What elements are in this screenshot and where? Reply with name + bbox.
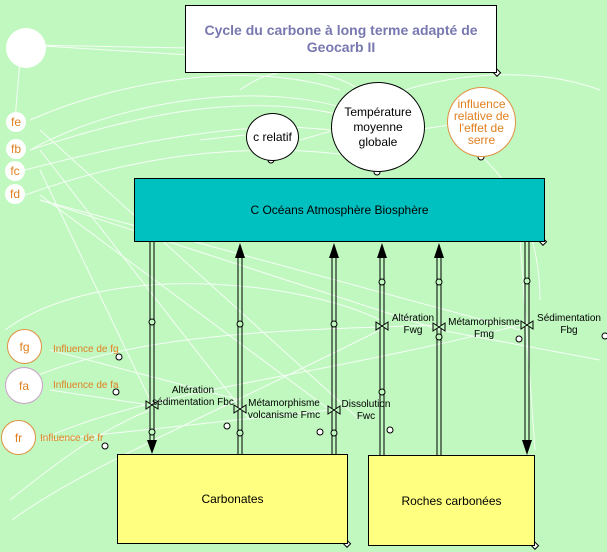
stock-carbonates[interactable]: Carbonates: [117, 454, 348, 544]
converter-label: fb: [10, 142, 21, 156]
influence-fg-label[interactable]: Influence de fg: [53, 344, 119, 355]
flow-fbg-label[interactable]: Sédimentation Fbg: [537, 313, 601, 336]
valves: [145, 320, 534, 415]
influence-fr-label[interactable]: Influence de fr: [40, 433, 104, 444]
converter-fa[interactable]: fa: [5, 367, 43, 404]
converter-fg[interactable]: fg: [7, 329, 42, 364]
converter-fb[interactable]: fb: [6, 139, 26, 159]
arrow-fwg: [377, 243, 387, 258]
flow-fmc-label[interactable]: Métamorphisme volcanisme Fmc: [247, 398, 321, 421]
stock-label: Carbonates: [201, 492, 264, 506]
stock-label: C Océans Atmosphère Biosphère: [250, 203, 429, 217]
arrow-fwc: [329, 243, 339, 258]
stock-oceans-atmosphere-biosphere[interactable]: C Océans Atmosphère Biosphère: [134, 178, 545, 242]
converter-label: fe: [10, 115, 21, 129]
diagram-title: Cycle du carbone à long terme adapté de …: [185, 5, 497, 73]
converter-label: fc: [10, 164, 20, 178]
converter-fd[interactable]: fd: [5, 184, 25, 204]
converter-label: fg: [19, 339, 30, 354]
converter-label: fr: [14, 430, 23, 445]
converter-label: fa: [18, 378, 29, 393]
title-text: Cycle du carbone à long terme adapté de …: [204, 22, 478, 55]
arrow-fbc: [147, 440, 157, 454]
converter-label: c relatif: [253, 130, 292, 144]
ghost-converter[interactable]: [6, 28, 46, 68]
flow-fwc-label[interactable]: Dissolution Fwc: [341, 399, 391, 422]
influence-fa-label[interactable]: Influence de fa: [53, 380, 119, 391]
converter-label: Température moyenne globale: [344, 104, 412, 149]
converter-c-relatif[interactable]: c relatif: [246, 113, 299, 161]
converter-fc[interactable]: fc: [5, 161, 25, 181]
converter-fe[interactable]: fe: [6, 112, 26, 132]
converter-temperature[interactable]: Température moyenne globale: [331, 82, 425, 172]
stock-roches-carbonees[interactable]: Roches carbonées: [368, 455, 535, 546]
converter-fr[interactable]: fr: [1, 420, 36, 455]
flow-fbc-label[interactable]: Altération sédimentation Fbc: [152, 385, 234, 408]
converter-label: influence relative de l'effet de serre: [453, 97, 510, 147]
flow-fmg-label[interactable]: Métamorphisme Fmg: [448, 317, 520, 340]
flow-fwg-label[interactable]: Altération Fwg: [391, 313, 435, 336]
converter-label: fd: [9, 187, 20, 201]
arrow-fmg: [434, 243, 444, 258]
arrow-fmc: [235, 243, 245, 258]
converter-influence-serre[interactable]: influence relative de l'effet de serre: [447, 87, 516, 157]
arrow-fbg: [522, 440, 532, 455]
stock-label: Roches carbonées: [401, 493, 502, 508]
